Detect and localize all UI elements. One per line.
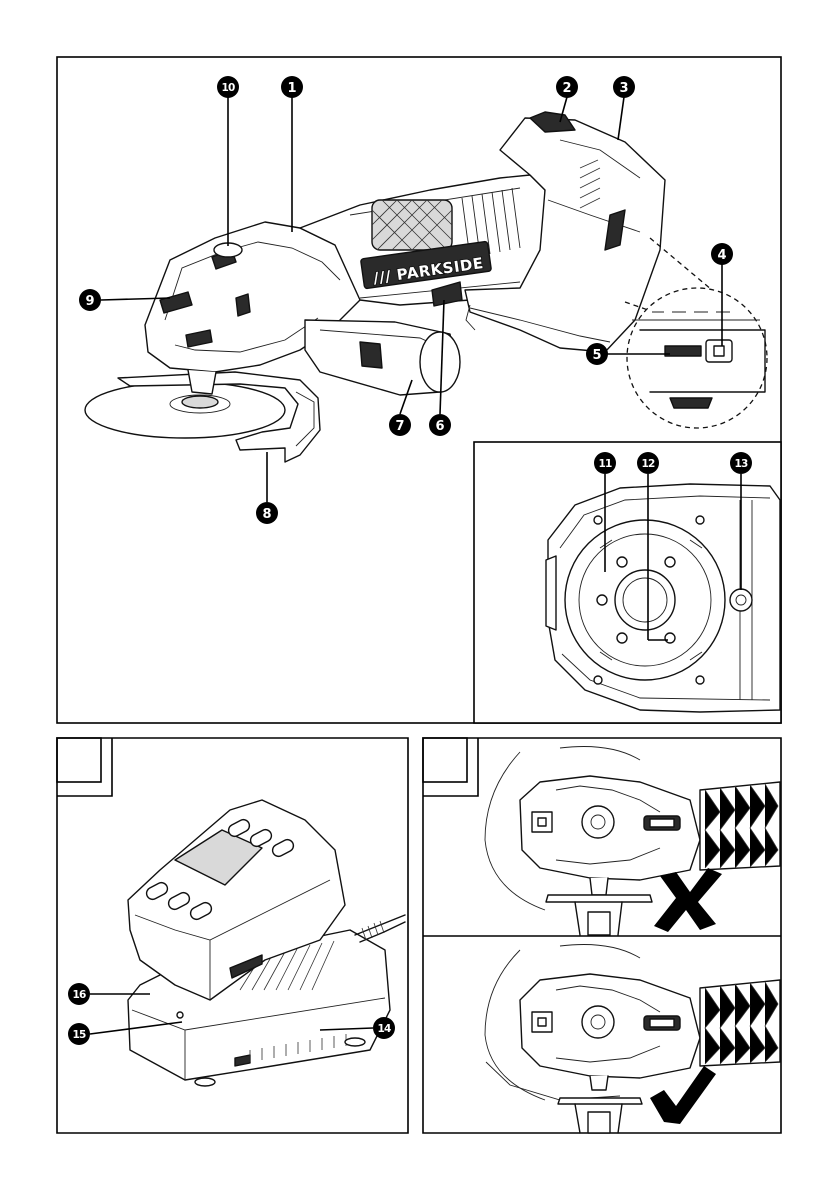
svg-text:1: 1 [287,81,296,96]
svg-text:6: 6 [435,419,444,434]
callout-11: 11 [594,452,616,474]
flange-detail-inset [474,442,781,723]
wrong-cross-mark [654,868,722,932]
svg-text:8: 8 [262,507,271,522]
svg-text:16: 16 [72,989,86,1001]
callout-3: 3 [613,76,635,98]
callout-6: 6 [429,414,451,436]
svg-text:4: 4 [717,248,726,263]
angle-grinder-illustration: /// PARKSIDE [85,112,665,462]
guard-incorrect-view [485,747,780,936]
figure-label-box-b [423,738,467,782]
svg-text:15: 15 [72,1029,86,1041]
callout-12: 12 [637,452,659,474]
svg-text:12: 12 [641,458,655,470]
callout-4: 4 [711,243,733,265]
callout-2: 2 [556,76,578,98]
callout-1: 1 [281,76,303,98]
svg-text:2: 2 [562,81,571,96]
svg-text:5: 5 [592,348,601,363]
callout-7: 7 [389,414,411,436]
svg-text:10: 10 [221,82,235,94]
callout-9: 9 [79,289,101,311]
callout-10: 10 [217,76,239,98]
callout-14: 14 [373,1017,395,1039]
svg-text:3: 3 [619,81,628,96]
callout-13: 13 [730,452,752,474]
svg-text:11: 11 [598,458,612,470]
battery-and-charger-illustration [128,800,405,1086]
svg-text:7: 7 [395,419,404,434]
callout-15: 15 [68,1023,90,1045]
svg-text:13: 13 [734,458,748,470]
auxiliary-handle [305,320,460,395]
callout-8: 8 [256,502,278,524]
figure-label-box-a [57,738,101,782]
svg-text:9: 9 [85,294,94,309]
callout-5: 5 [586,343,608,365]
guard-correct-view [485,945,780,1134]
grip-pattern [372,200,452,250]
callout-16: 16 [68,983,90,1005]
svg-text:14: 14 [377,1023,391,1035]
